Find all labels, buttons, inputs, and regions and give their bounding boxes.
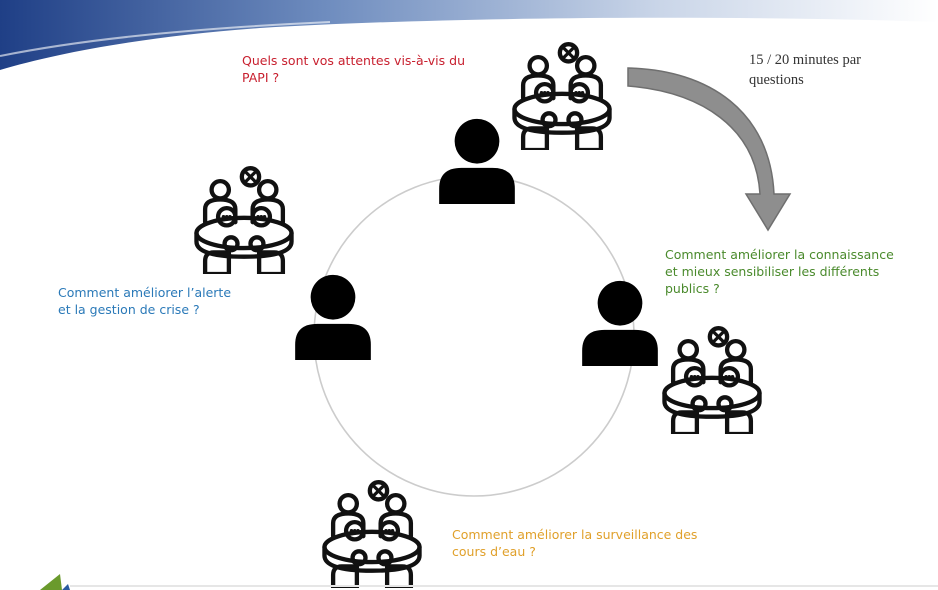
question-line: Comment améliorer la connaissance bbox=[665, 247, 894, 262]
corner-decoration bbox=[40, 574, 938, 590]
curved-arrow-icon bbox=[627, 67, 792, 232]
person-icon-left bbox=[295, 274, 371, 360]
question-line: et la gestion de crise ? bbox=[58, 302, 200, 317]
question-line: publics ? bbox=[665, 281, 720, 296]
question-line: Quels sont vos attentes vis-à-vis du bbox=[242, 53, 465, 68]
question-line: et mieux sensibiliser les différents bbox=[665, 264, 880, 279]
timing-line: 15 / 20 minutes par bbox=[749, 52, 861, 68]
meeting-table-icon-bottom bbox=[324, 482, 419, 588]
timing-note: 15 / 20 minutes par questions bbox=[749, 50, 861, 90]
question-line: Comment améliorer la surveillance des bbox=[452, 527, 698, 542]
header-banner bbox=[0, 0, 938, 70]
person-icon-top bbox=[439, 118, 515, 204]
meeting-table-icon-top bbox=[514, 44, 609, 150]
meeting-table-icon-left bbox=[196, 168, 291, 274]
question-line: Comment améliorer l’alerte bbox=[58, 285, 232, 300]
question-awareness: Comment améliorer la connaissance et mie… bbox=[665, 246, 894, 297]
person-icon-right bbox=[582, 280, 658, 366]
question-alert-crisis: Comment améliorer l’alerte et la gestion… bbox=[58, 284, 231, 318]
meeting-table-icon-right bbox=[664, 328, 759, 434]
question-line: PAPI ? bbox=[242, 70, 280, 85]
question-line: cours d’eau ? bbox=[452, 544, 536, 559]
question-expectations: Quels sont vos attentes vis-à-vis du PAP… bbox=[242, 52, 465, 86]
timing-line: questions bbox=[749, 72, 804, 88]
question-river-monitoring: Comment améliorer la surveillance des co… bbox=[452, 526, 697, 560]
